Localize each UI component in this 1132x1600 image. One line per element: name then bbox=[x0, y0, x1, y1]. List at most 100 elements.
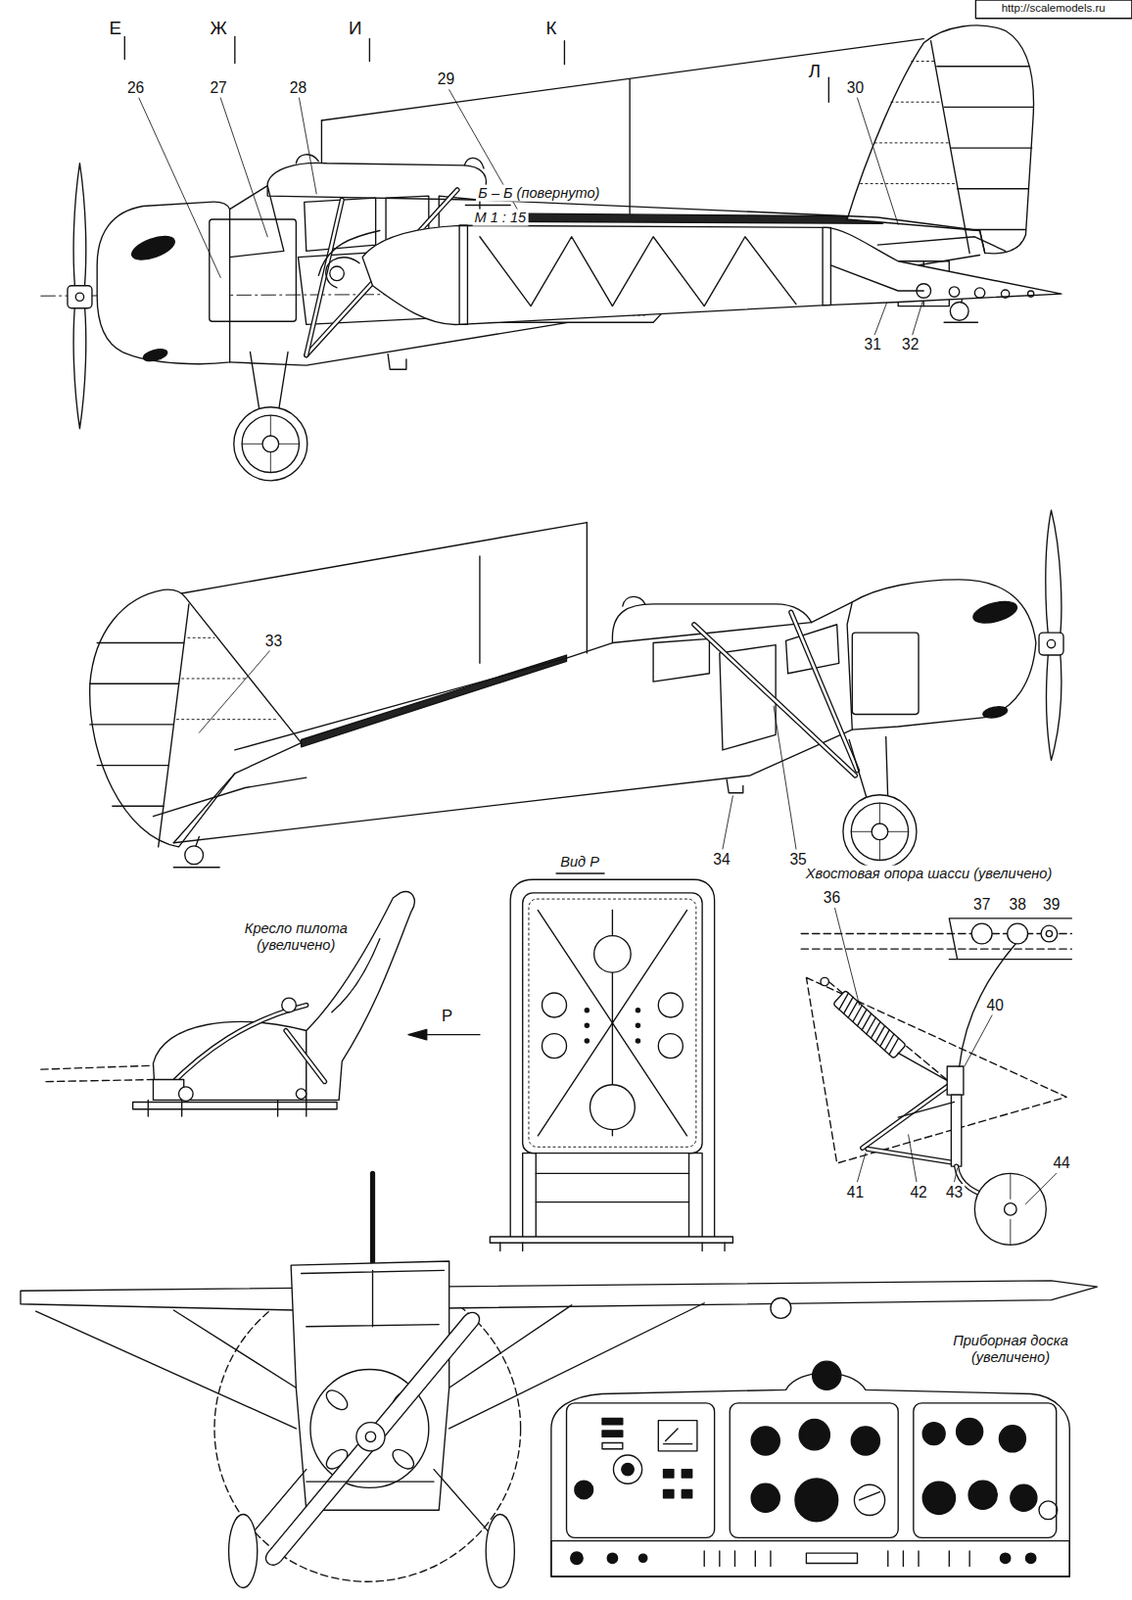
instrument-panel-part bbox=[681, 1489, 692, 1498]
side-view-left-part bbox=[139, 97, 221, 278]
seat-back-view-part bbox=[584, 1008, 589, 1013]
side-view-right-part bbox=[478, 556, 480, 663]
side-view-left-part bbox=[911, 60, 935, 62]
seat-back-view-part bbox=[542, 1034, 567, 1059]
side-view-left-part bbox=[75, 292, 84, 301]
pilot-seat-part bbox=[179, 1086, 194, 1102]
side-view-left-part bbox=[67, 285, 93, 309]
front-view-part bbox=[173, 1310, 296, 1388]
seat-back-view-part bbox=[510, 879, 714, 1240]
section-letter: И bbox=[346, 17, 365, 40]
front-view-part bbox=[370, 1173, 376, 1266]
instrument-panel-part bbox=[812, 1361, 842, 1390]
side-view-left-part bbox=[628, 79, 630, 215]
callout-number: 30 bbox=[845, 79, 866, 97]
seat-back-view-part bbox=[522, 893, 703, 1154]
watermark: http://scalemodels.ru bbox=[999, 2, 1108, 16]
tail-wheel-detail-part bbox=[833, 990, 907, 1059]
tail-wheel-detail-part bbox=[857, 1153, 866, 1182]
instrument-panel-part bbox=[613, 1455, 642, 1484]
side-view-right-part bbox=[653, 638, 709, 682]
wing-section-part bbox=[822, 227, 831, 305]
wing-section bbox=[318, 204, 1062, 325]
side-view-right-part bbox=[719, 645, 776, 751]
seat-back-view-part bbox=[556, 872, 605, 874]
side-view-right-part bbox=[850, 802, 908, 860]
side-view-right-part bbox=[722, 796, 733, 849]
side-view-right-part bbox=[235, 643, 614, 751]
tail-wheel-detail-part bbox=[971, 923, 992, 944]
tail-wheel-detail-part bbox=[862, 1084, 952, 1149]
side-view-left-part bbox=[321, 120, 323, 166]
wing-section-part bbox=[974, 287, 985, 298]
tail-wheel-detail-part bbox=[946, 1066, 964, 1095]
callout-number: 37 bbox=[971, 896, 992, 914]
pilot-seat-part bbox=[408, 1029, 427, 1039]
side-view-right-part bbox=[188, 637, 215, 639]
front-view-part bbox=[770, 1298, 792, 1320]
instrument-panel-part bbox=[704, 1551, 771, 1567]
tail-wheel-detail-part bbox=[959, 943, 1016, 1067]
seat-back-view-part bbox=[537, 910, 687, 1136]
side-view-right-part bbox=[96, 764, 169, 766]
side-view-left-part bbox=[141, 346, 169, 364]
front-view-part bbox=[323, 1386, 352, 1414]
seat-back-view-part bbox=[584, 1023, 589, 1028]
tail-wheel-detail-part bbox=[1025, 1173, 1056, 1204]
section-letter: Ж bbox=[207, 17, 229, 40]
side-view-left-part bbox=[234, 37, 236, 64]
front-view-part bbox=[36, 1311, 297, 1429]
seat-back-view bbox=[489, 873, 733, 1252]
seat-back-view-part bbox=[658, 1034, 683, 1059]
side-view-left-part bbox=[220, 97, 268, 237]
pilot-seat-part bbox=[147, 1099, 307, 1117]
callout-number: 36 bbox=[821, 889, 843, 907]
instrument-panel-part bbox=[968, 1480, 997, 1510]
front-view-part bbox=[365, 1431, 376, 1442]
wing-section-part bbox=[948, 286, 959, 297]
wing-section-part bbox=[1000, 289, 1009, 298]
side-view-right-part bbox=[586, 522, 588, 654]
pilot-seat-part bbox=[285, 1031, 326, 1083]
instrument-panel-part bbox=[663, 1489, 674, 1498]
tail-wheel-detail-part bbox=[964, 1015, 992, 1067]
wing-section-part bbox=[916, 283, 932, 299]
instrument-panel-part bbox=[602, 1418, 623, 1425]
callout-number: 33 bbox=[263, 632, 284, 651]
tail-wheel-detail-part bbox=[897, 1052, 949, 1082]
seat-back-view-part bbox=[594, 936, 632, 974]
instrument-panel-part bbox=[574, 1480, 594, 1500]
side-view-right-part bbox=[843, 795, 917, 869]
instrument-panel-part bbox=[922, 1481, 955, 1514]
side-view-left-part bbox=[891, 101, 942, 103]
callout-number: 42 bbox=[907, 1183, 929, 1202]
tail-wheel-detail-part bbox=[897, 1101, 954, 1118]
tail-wheel-detail-part bbox=[835, 907, 860, 1005]
tail-wheel-detail-part bbox=[908, 1134, 917, 1182]
side-view-right-part bbox=[173, 773, 236, 844]
wing-section-part bbox=[479, 236, 797, 307]
side-view-left-part bbox=[950, 146, 1032, 148]
tail-wheel-detail-part bbox=[820, 977, 829, 986]
callout-number: 39 bbox=[1040, 896, 1062, 914]
instrument-panel-part bbox=[607, 1553, 617, 1563]
side-view-left-part bbox=[262, 435, 280, 453]
side-view-right-part bbox=[90, 723, 174, 725]
side-view-left-part bbox=[298, 97, 317, 194]
seat-back-view-part bbox=[542, 992, 567, 1018]
callout-number: 27 bbox=[207, 79, 229, 97]
side-view-left-part bbox=[234, 407, 308, 481]
instrument-panel-part bbox=[888, 1551, 970, 1567]
instrument-panel-part bbox=[602, 1443, 623, 1450]
instrument-panel-part bbox=[751, 1483, 780, 1512]
pilot-seat-part bbox=[168, 1004, 307, 1086]
side-view-left-part bbox=[209, 219, 297, 322]
pilot-seat-part bbox=[295, 1088, 306, 1099]
side-view-left-part bbox=[369, 39, 371, 62]
view-caption: Хвостовая опора шасси (увеличено) bbox=[803, 865, 1054, 883]
instrument-panel-part bbox=[805, 1553, 857, 1563]
callout-number: 28 bbox=[287, 79, 309, 97]
wing-section-part bbox=[830, 265, 924, 291]
instrument-panel-part bbox=[1025, 1553, 1036, 1563]
pilot-seat-part bbox=[285, 1031, 326, 1083]
